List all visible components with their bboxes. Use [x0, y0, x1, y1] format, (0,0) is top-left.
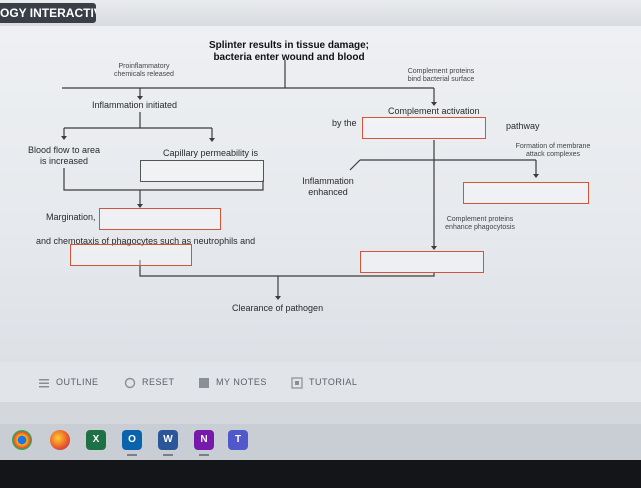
reset-label: RESET — [142, 377, 175, 387]
arrow-head — [209, 138, 215, 142]
label-by-the: by the — [332, 118, 357, 128]
connector-line — [63, 168, 264, 191]
reset-icon — [124, 376, 136, 389]
arrow-head — [533, 174, 539, 178]
diagram-title-line1: Splinter results in tissue damage; — [208, 40, 370, 51]
desktop-gap — [0, 402, 641, 424]
active-app-indicator — [199, 454, 209, 456]
outline-label: OUTLINE — [56, 377, 99, 387]
arrow-head — [61, 136, 67, 140]
my-notes-button[interactable]: MY NOTES — [198, 373, 267, 391]
label-margination: Margination, — [46, 212, 96, 222]
notes-icon — [198, 376, 210, 388]
tutorial-label: TUTORIAL — [309, 377, 358, 387]
dropzone-phagocytosis[interactable] — [360, 251, 484, 273]
arrow-head — [275, 296, 281, 300]
firefox-icon[interactable] — [50, 430, 70, 450]
excel-icon[interactable]: X — [86, 430, 106, 450]
dropzone-pathway[interactable] — [362, 117, 486, 139]
dropzone-chemotaxis[interactable] — [70, 244, 192, 266]
arrow-head — [431, 246, 437, 250]
arrow-head — [431, 102, 437, 106]
chrome-icon[interactable] — [12, 430, 32, 450]
label-chemotaxis: and chemotaxis of phagocytes such as neu… — [36, 236, 256, 246]
label-blood-flow: Blood flow to area is increased — [27, 145, 101, 166]
app-title: OGY INTERACTIVE — [0, 3, 96, 23]
label-inflammation-enhanced: Inflammation enhanced — [302, 176, 354, 197]
outline-icon — [38, 376, 50, 388]
taskbar: X O W N T — [0, 424, 641, 460]
label-inflammation-initiated: Inflammation initiated — [92, 100, 178, 110]
my-notes-label: MY NOTES — [216, 377, 267, 387]
label-complement-phagocytosis: Complement proteins enhance phagocytosis — [445, 216, 515, 231]
label-clearance: Clearance of pathogen — [232, 303, 324, 313]
active-app-indicator — [127, 454, 137, 456]
dropzone-mac[interactable] — [463, 182, 589, 204]
label-proinflammatory: Proinflammatory chemicals released — [114, 63, 174, 78]
word-icon[interactable]: W — [158, 430, 178, 450]
connector-line — [349, 159, 361, 171]
reset-button[interactable]: RESET — [124, 373, 175, 391]
diagram-canvas — [0, 26, 641, 362]
bottom-toolbar: OUTLINE RESET MY NOTES TUTORIAL — [0, 362, 641, 402]
label-complement-bind: Complement proteins bind bacterial surfa… — [407, 68, 475, 83]
flow-lines — [61, 60, 539, 300]
window-title-bar — [0, 0, 641, 26]
label-formation-mac: Formation of membrane attack complexes — [515, 143, 591, 158]
dropzone-capillary[interactable] — [140, 160, 264, 182]
arrow-head — [137, 96, 143, 100]
connector-line — [139, 260, 435, 277]
label-pathway: pathway — [506, 121, 540, 131]
outlook-icon[interactable]: O — [122, 430, 142, 450]
label-capillary-permeability: Capillary permeability is — [163, 148, 259, 158]
diagram-title-line2: bacteria enter wound and blood — [213, 52, 365, 63]
dropzone-margination[interactable] — [99, 208, 221, 230]
tutorial-button[interactable]: TUTORIAL — [291, 373, 357, 391]
tutorial-icon — [291, 376, 303, 389]
onenote-icon[interactable]: N — [194, 430, 214, 450]
outline-button[interactable]: OUTLINE — [38, 373, 99, 391]
teams-icon[interactable]: T — [228, 430, 248, 450]
active-app-indicator — [163, 454, 173, 456]
screen-bezel — [0, 460, 641, 488]
label-complement-activation: Complement activation — [388, 106, 480, 116]
arrow-head — [137, 204, 143, 208]
